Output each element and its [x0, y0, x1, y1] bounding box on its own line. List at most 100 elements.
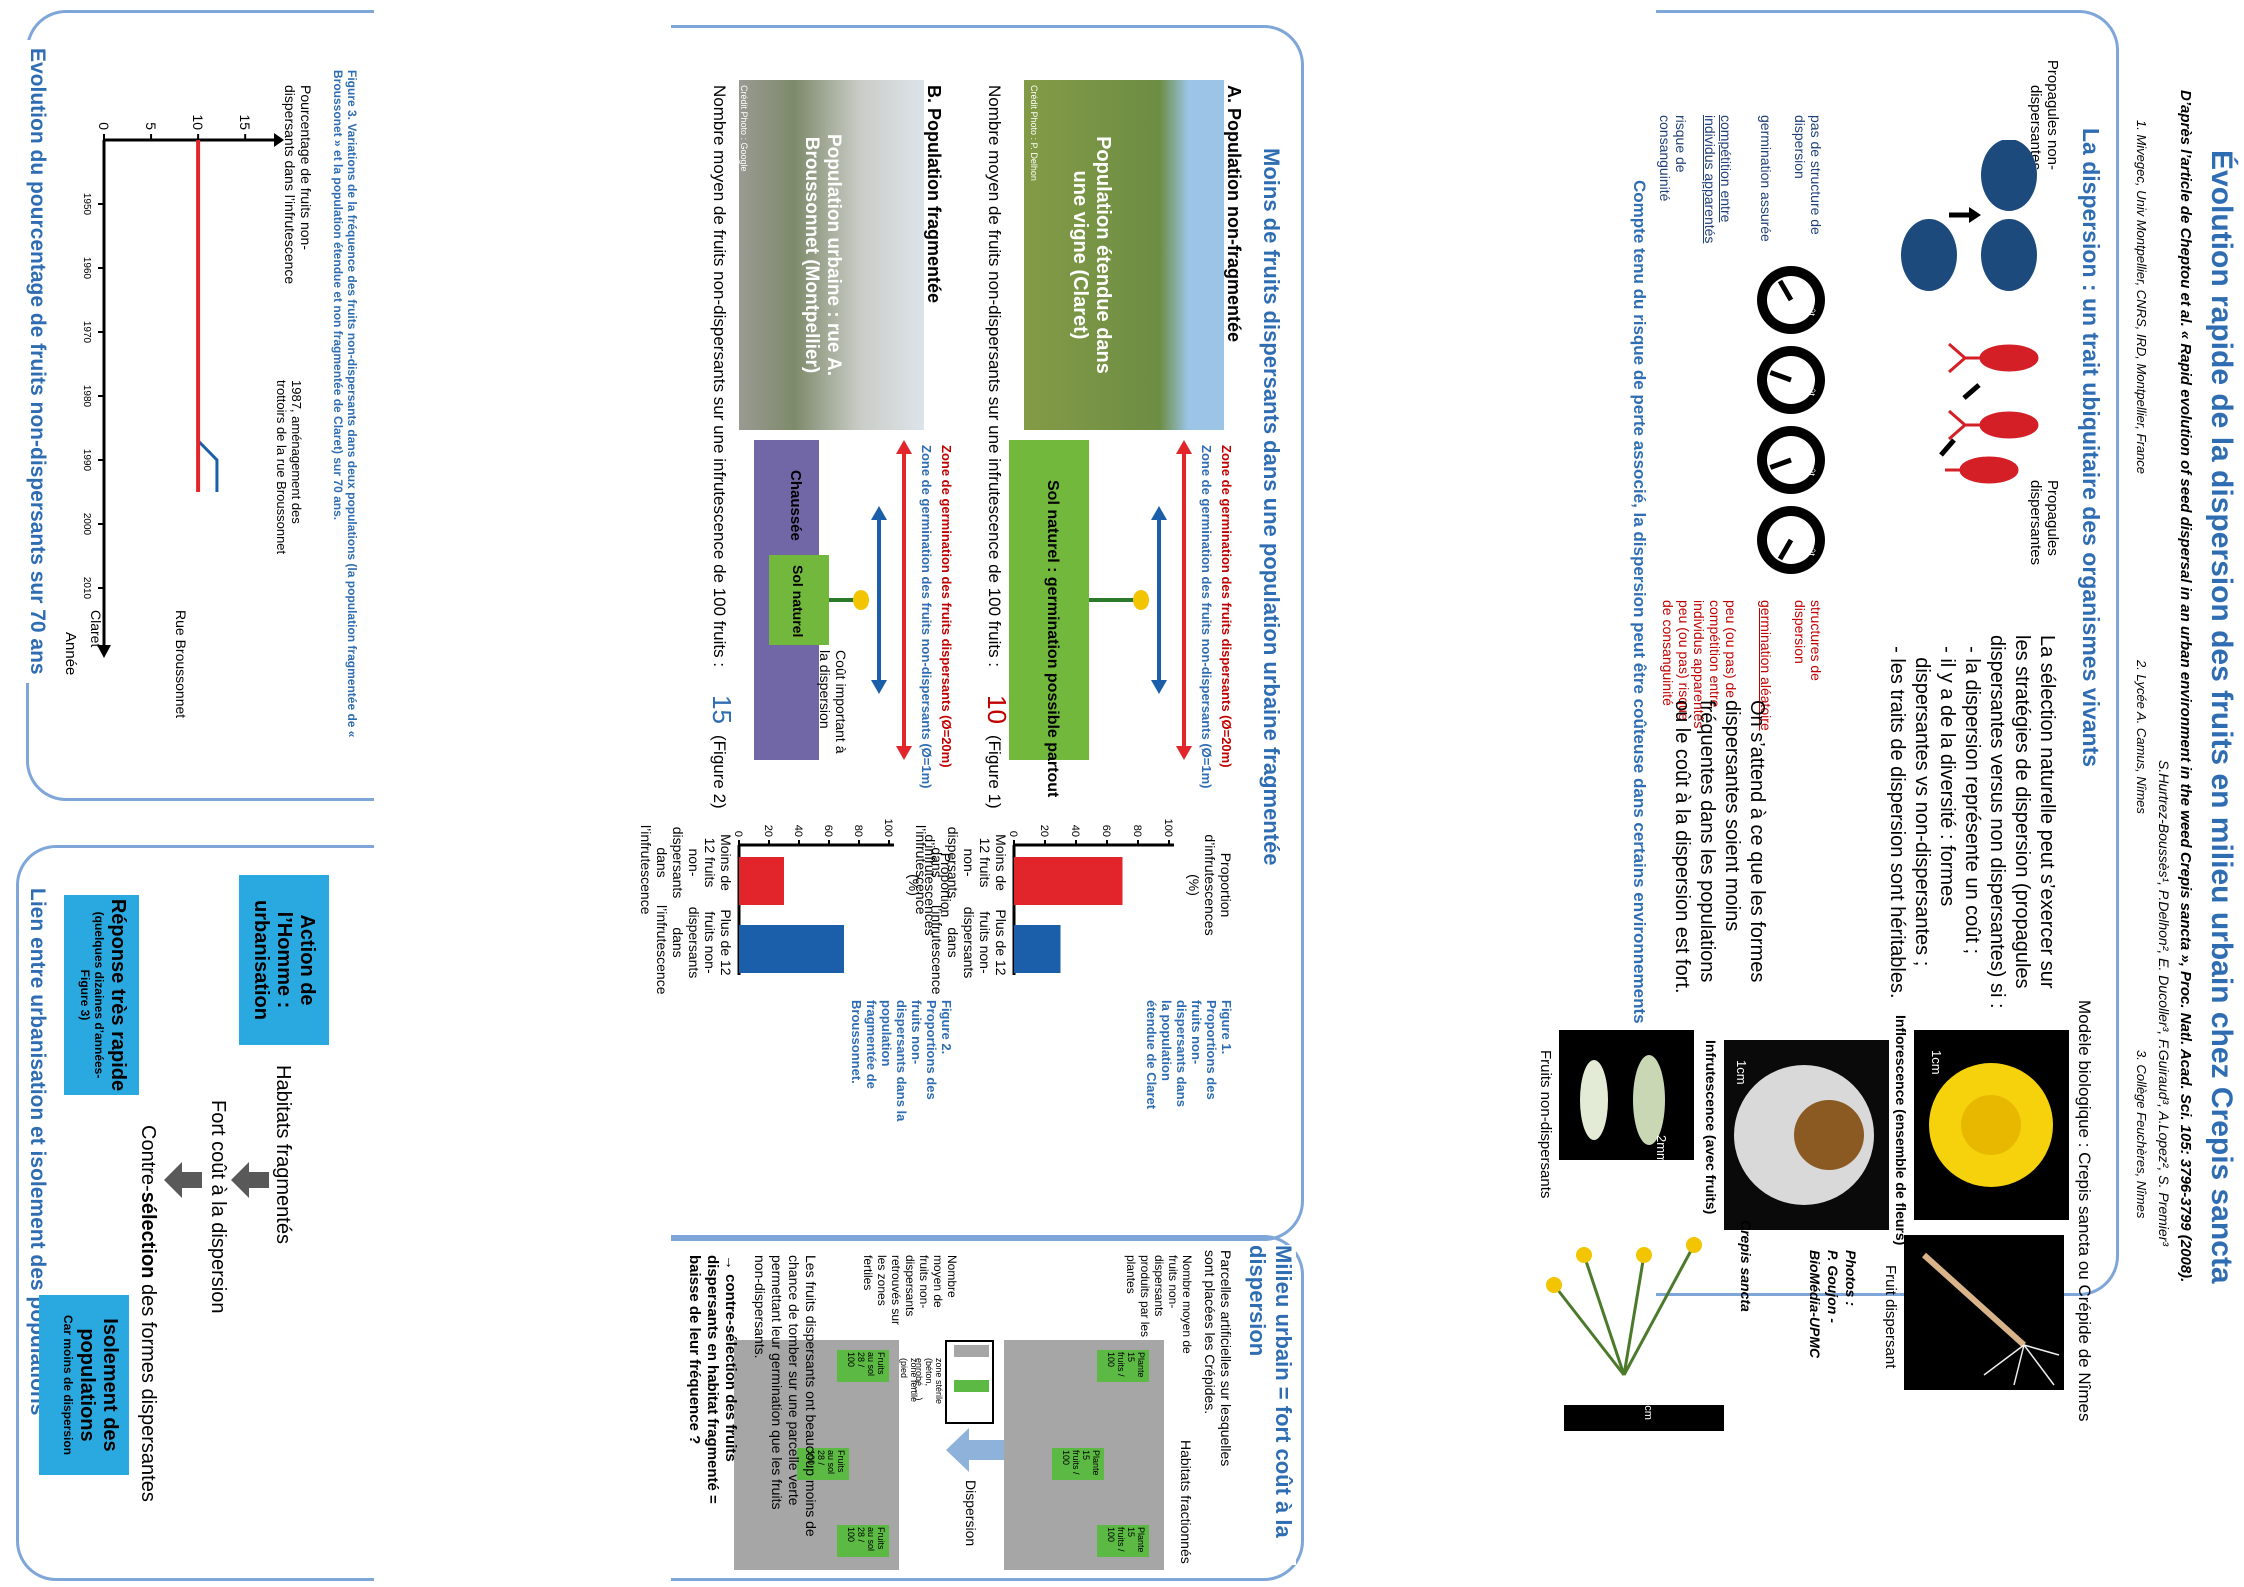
gauge-label-4: Coût — [1805, 535, 1816, 557]
action-box: Action de l’Homme : urbanisation — [239, 875, 329, 1045]
selection-line: - les traits de dispersion sont héritabl… — [1886, 635, 1908, 999]
gauge-needle — [1777, 279, 1794, 302]
milieu-conclusion: → contre-sélection des fruits dispersant… — [685, 1255, 739, 1504]
vineyard-photo-caption: Population étendue dans une vigne (Clare… — [1069, 136, 1114, 374]
figure3-x-tick-label: 2000 — [84, 513, 92, 536]
inflorescence-label: Inflorescence (ensemble de fleurs) — [1893, 1015, 1909, 1246]
contre-bold: sélection — [137, 1191, 159, 1279]
reponse-label: Réponse très rapide — [107, 898, 129, 1092]
figure3-series-broussonnet — [196, 140, 219, 492]
scale-2mm-b: 2mm — [1904, 1330, 1919, 1359]
fig1-caption: Figure 1. Proportions des fruits non-dis… — [1144, 1000, 1234, 1110]
gauge-needle — [1769, 370, 1792, 383]
link-habitats: Habitats fragmentés — [272, 1065, 294, 1244]
cost-gauges — [1757, 266, 1825, 574]
habitats-fractionnes: Habitats fractionnés — [1178, 1440, 1194, 1564]
figure3-y-tick-label: 0 — [96, 122, 112, 130]
milieu-intro: Parcelles artificielles sur lesquelles s… — [1202, 1250, 1234, 1467]
zone-red-a: Zone de germination des fruits dispersan… — [1219, 445, 1234, 768]
chart-y-tick-label: 0 — [732, 831, 744, 837]
model-title: Modèle biologique : Crepis sancta ou Cré… — [2075, 1000, 2094, 1422]
fruit-dispersant-photo — [1904, 1235, 2064, 1390]
reponse-box: Réponse très rapide (quelques dizaines d… — [64, 895, 139, 1095]
contre-suffix: des formes dispersantes — [137, 1278, 159, 1502]
natural-soil-a-label: Sol naturel : germination possible parto… — [1044, 480, 1061, 798]
gauge-needle — [1769, 457, 1792, 470]
fig1-ref: (Figure 1) — [985, 735, 1004, 809]
non-dispersing-seeds-illustration — [1901, 140, 2037, 291]
dispersion-heading: La dispersion : un trait ubiquitaire des… — [2077, 120, 2104, 776]
chart2-bar-plus — [739, 925, 844, 973]
right-note: Nombre moyen de fruits non-dispersants r… — [861, 1255, 959, 1326]
fruit-dispersant-label: Fruit dispersant — [1882, 1265, 1899, 1369]
selection-line: La sélection naturelle peut s’exercer su… — [2036, 635, 2058, 989]
legend-swatch-fertile — [954, 1380, 989, 1392]
figure3-ylabel: Pourcentage de fruits non-dispersants da… — [282, 85, 314, 285]
mean-value-b: 15 — [707, 695, 737, 724]
contre-prefix: Contre- — [137, 1125, 159, 1192]
population-a-title: A. Population non-fragmentée — [1224, 85, 1244, 343]
zone-blue-b: Zone de germination des fruits non-dispe… — [919, 445, 934, 789]
figure3-x-tick-label: 1990 — [84, 449, 92, 472]
conclusion-line: → contre-sélection des fruits — [722, 1255, 739, 1462]
expect-line: fréquentes dans les populations — [1696, 700, 1718, 983]
authors: S.Hurtrez-Boussès¹, P.Delhon², E. Ducoll… — [2156, 760, 2172, 1247]
milieu-body-line: Les fruits dispersants ont beaucoup moin… — [803, 1255, 819, 1537]
affiliation-1: 1. Mivegec, Univ Montpellier, CNRS, IRD,… — [2134, 120, 2149, 475]
selection-line: dispersantes vs non-dispersantes ; — [1911, 635, 1933, 967]
isolement-label: Isolement des populations — [76, 1318, 121, 1452]
affiliation-2: 2. Lycée A. Camus, Nîmes — [2134, 660, 2149, 814]
chart2-ylabel: Proportion d’infrutescences (%) — [906, 834, 954, 936]
figure3-x-tick-label: 1960 — [84, 257, 92, 280]
figure3-x-tick-label: 2010 — [84, 577, 92, 600]
chart1-ylabel: Proportion d’infrutescences (%) — [1186, 834, 1234, 936]
plant-illustration — [1544, 1225, 1734, 1415]
isolement-box: Isolement des populations Car moins de d… — [39, 1295, 129, 1475]
plant-name: Crepis sancta — [1738, 1220, 1754, 1312]
chart-y-tick-label: 20 — [1038, 825, 1050, 837]
mean-value-a: 10 — [982, 695, 1012, 724]
photos-label: Photos : — [1843, 1250, 1859, 1306]
cout-important: Coût important à la dispersion — [817, 650, 849, 754]
dispersion-arrow — [946, 1428, 1004, 1472]
photo-credit-1: P. Goujon - — [1825, 1250, 1841, 1323]
germination-zones-a — [1089, 440, 1192, 760]
figure3-legend-claret: Claret — [88, 610, 104, 648]
chart-y-tick-label: 0 — [1007, 831, 1019, 837]
milieu-body: Les fruits dispersants ont beaucoup moin… — [751, 1255, 819, 1537]
selection-line: dispersantes versus non dispersantes) si… — [1986, 635, 2008, 1009]
chart-y-tick-label: 80 — [852, 825, 864, 837]
dispersing-seeds-illustration — [1939, 342, 2039, 484]
gauge-label-1: Coût — [1805, 295, 1816, 317]
expectation-text: On s’attend à ce que les formes dispersa… — [1669, 700, 1769, 994]
milieu-body-line: chance de tomber sur une parcelle verte — [786, 1255, 802, 1506]
arrow-down-1 — [231, 1162, 269, 1198]
plant-cell-3-text: Plante 15 fruits / 100 — [1106, 1527, 1146, 1553]
milieu-heading: Milieu urbain = fort coût à la dispersio… — [1244, 1245, 1296, 1565]
conclusion-line: dispersants en habitat fragmenté = — [704, 1255, 721, 1504]
infrutescence-label: Infrutescence (avec fruits) — [1703, 1040, 1719, 1215]
chart2-category-moins: Moins de 12 fruits non-dispersants dans … — [638, 825, 734, 915]
fruit-cell-1-text: Fruits au sol 28 / 100 — [846, 1352, 886, 1377]
figure3-y-tick-label: 10 — [190, 114, 206, 130]
figure3-caption: Figure 3. Variations de la fréquence des… — [331, 70, 359, 738]
trait-no-structure: pas de structure de dispersion — [1792, 115, 1824, 235]
chart2-bar-moins — [739, 857, 784, 905]
trait-competition: compétition entre individus apparentés — [1702, 115, 1734, 244]
label-propagules-dispersantes: Propagules dispersantes — [2027, 480, 2061, 566]
chart1-bar-plus — [1014, 925, 1061, 973]
action-label: Action de l’Homme : urbanisation — [250, 899, 319, 1020]
conclusion-line: baisse de leur fréquence ? — [686, 1255, 703, 1445]
chart-y-tick-label: 100 — [1162, 819, 1174, 837]
link-cout: Fort coût à la dispersion — [207, 1100, 229, 1314]
fig2-ref: (Figure 2) — [710, 735, 729, 809]
trait-structures: structures de dispersion — [1792, 600, 1824, 681]
selection-line: les stratégies de dispersion (propagules — [2011, 635, 2033, 989]
chart-y-tick-label: 100 — [882, 819, 894, 837]
selection-text: La sélection naturelle peut s’exercer su… — [1884, 635, 2059, 1009]
plant-cell-1-text: Plante 15 fruits / 100 — [1106, 1352, 1146, 1378]
natural-soil-b-label: Sol naturel — [790, 565, 806, 638]
milieu-body-line: permettant leur germination que les frui… — [769, 1255, 785, 1510]
